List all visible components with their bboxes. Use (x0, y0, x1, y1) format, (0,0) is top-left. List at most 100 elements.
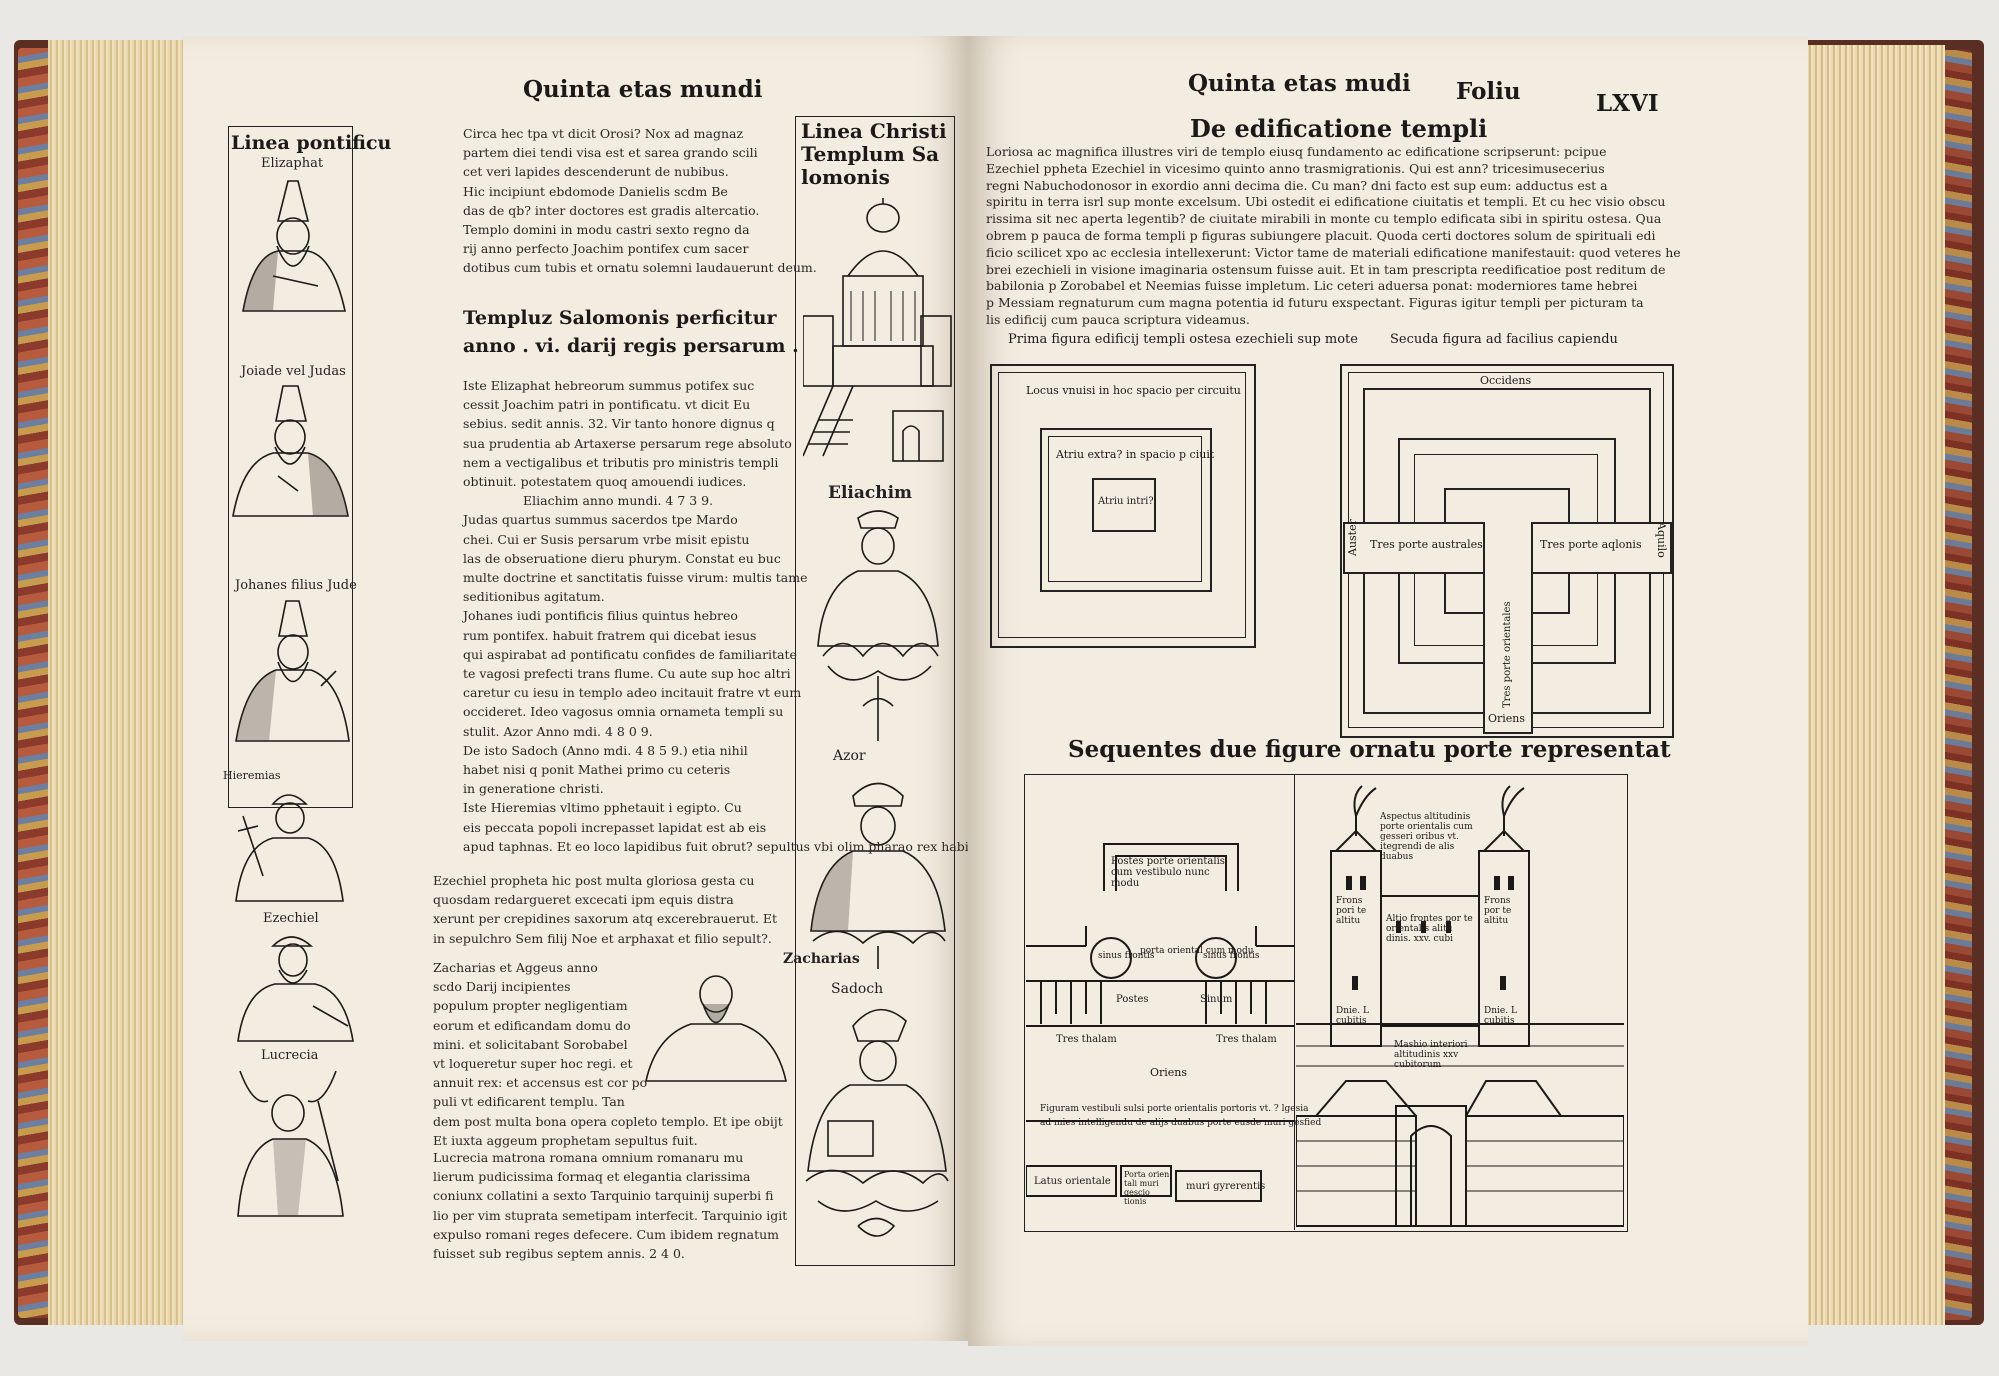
fig3-left-post: Postes (1116, 994, 1149, 1005)
text-line: dem post multa bona opera copleto templo… (433, 1113, 783, 1129)
fig3-note-1: Figuram vestibuli sulsi porte orientalis… (1040, 1104, 1309, 1114)
fig3-label-top: Postes porte orientalis cum vestibulo nu… (1111, 856, 1225, 889)
fig3-bottom-left: Tres thalam (1056, 1034, 1117, 1045)
text-line: expulso romani reges defecere. Cum ibide… (433, 1226, 780, 1242)
text-block-ezechiel: Ezechiel propheta hic post multa glorios… (433, 871, 777, 948)
text-line: puli vt edificarent templu. Tan (433, 1094, 625, 1110)
text-line: stulit. Azor Anno mdi. 4 8 0 9. (463, 723, 653, 739)
fig4-middle: Altio frontes por te orientalis alitu di… (1386, 914, 1473, 944)
text-line: eis peccata popoli increpasset lapidat e… (463, 819, 767, 835)
text-line: chei. Cui er Susis persarum vrbe misit e… (463, 531, 750, 547)
linea-christi-line-2: Templum Sa (801, 142, 940, 166)
text-line: rij anno perfecto Joachim pontifex cum s… (463, 241, 749, 257)
text-line: sebius. sedit annis. 32. Vir tanto honor… (463, 416, 775, 432)
text-line: spiritu in terra isrl sup monte excelsum… (986, 194, 1666, 210)
text-line: annuit rex: et accensus est cor po (433, 1075, 648, 1091)
text-line: Loriosa ac magnifica illustres viri de t… (986, 144, 1607, 159)
linea-christi-line-3: lomonis (801, 165, 890, 189)
fig4-left-lower: Dnie. L cubitis (1336, 1006, 1369, 1026)
intro-paragraph: Loriosa ac magnifica illustres viri de t… (986, 144, 1681, 329)
portrait-joiade (232, 385, 349, 517)
fig3-plan (1026, 843, 1294, 1202)
fig2-outer (1340, 364, 1674, 738)
fig3-circle-left: sinus frontis (1098, 951, 1155, 961)
text-line: eorum et edificandam domu do (433, 1017, 631, 1033)
text-line: scdo Darij incipientes (433, 979, 571, 995)
portrait-azor (810, 782, 946, 969)
caption-azor: Azor (833, 748, 866, 764)
portrait-ezechiel (237, 936, 354, 1042)
text-line: Zacharias et Aggeus anno (433, 960, 598, 975)
fig1-caption: Prima figura edificij templi ostesa ezec… (1008, 332, 1358, 347)
text-block-lucrecia: Lucrecia matrona romana omnium romanaru … (433, 1148, 787, 1263)
fig1-outer-label: Locus vnuisi in hoc spacio per circuitu (1026, 384, 1241, 397)
text-line: in generatione christi. (463, 781, 604, 797)
page-edges-right (1795, 45, 1945, 1325)
text-line: Et iuxta aggeum prophetam sepultus fuit. (433, 1132, 698, 1148)
text-line: in sepulchro Sem filij Noe et arphaxat e… (433, 930, 772, 946)
portrait-zacharias (645, 975, 787, 1082)
text-line: vt loqueretur super hoc regi. et (433, 1056, 633, 1072)
fig2-aquilo: Aquilo (1655, 522, 1668, 558)
text-line: cet veri lapides descenderunt de nubibus… (463, 164, 729, 180)
text-line: habet nisi q ponit Mathei primo cu ceter… (463, 762, 731, 778)
fig3-note-2: ad mies intelligendu de alijs duabus por… (1040, 1118, 1322, 1128)
text-line: Circa hec tpa vt dicit Orosi? Nox ad mag… (463, 126, 744, 141)
text-line: obtinuit. potestatem quoq amouendi iudic… (463, 474, 747, 490)
caption-johanes: Johanes filius Jude (235, 578, 357, 593)
text-line: mini. et solicitabant Sorobabel (433, 1036, 628, 1052)
fig2-caption: Secuda figura ad facilius capiendu (1390, 332, 1618, 347)
linea-christi-frame (795, 116, 955, 1266)
fig1-inner (1092, 478, 1156, 532)
portrait-lucrecia (237, 1070, 344, 1217)
text-line: occideret. Ideo vagosus omnia ornameta t… (463, 704, 784, 720)
portrait-eliachim (817, 510, 939, 741)
fig3-box-3: muri gyrerentis (1186, 1181, 1266, 1192)
text-line: Hic incipiunt ebdomode Danielis scdm Be (463, 183, 728, 199)
text-block-1: Circa hec tpa vt dicit Orosi? Nox ad mag… (463, 124, 817, 278)
fig4-gate: Mashio interiori altitudinis xxv cubitor… (1394, 1040, 1468, 1070)
fig3-oriens: Oriens (1150, 1066, 1188, 1079)
text-line: dotibus cum tubis et ornatu solemni laud… (463, 260, 817, 276)
caption-ezechiel: Ezechiel (263, 911, 319, 926)
marbled-edge-right (1942, 50, 1972, 1320)
text-line: qui aspirabat ad pontificatu confides de… (463, 646, 797, 662)
fig2-occidens: Occidens (1480, 374, 1532, 387)
caption-joiade: Joiade vel Judas (241, 364, 346, 379)
caption-lucrecia: Lucrecia (261, 1048, 319, 1063)
fig4-left-tower: Frons pori te altitu (1336, 896, 1367, 926)
left-page: Quinta etas mundi Linea pontificu Linea … (183, 36, 1019, 1341)
subheading-templum: Templuz Salomonis perficitur anno . vi. … (463, 304, 799, 360)
text-line: Iste Elizaphat hebreorum summus potifex … (463, 378, 755, 393)
fig2-porte-orientales: Tres porte orientales (1502, 601, 1513, 708)
linea-christi-line-1: Linea Christi (801, 119, 947, 143)
text-line: sua prudentia ab Artaxerse persarum rege… (463, 435, 792, 451)
text-line: populum propter negligentiam (433, 998, 628, 1014)
text-line: ficio scilicet xpo ac ecclesia intellexe… (986, 244, 1681, 260)
folio-label: Foliu (1456, 78, 1521, 105)
subheading-line-1: Templuz Salomonis perficitur (463, 307, 777, 329)
text-line: Lucrecia matrona romana omnium romanaru … (433, 1150, 744, 1165)
fig2-porte-aquilonis: Tres porte aqlonis (1540, 538, 1642, 551)
text-line: obrem p pauca de forma templi p figuras … (986, 227, 1656, 243)
fig2-cross-vertical (1483, 522, 1533, 734)
portrait-johanes (235, 600, 350, 742)
text-line: xerunt per crepidines saxorum atq excere… (433, 911, 778, 927)
fig3-4-divider (1294, 774, 1295, 1230)
fig1-inner-label: Atriu intri? (1098, 496, 1154, 507)
portrait-hieremias (235, 794, 344, 902)
fig4-label-top: Aspectus altitudinis porte orientalis cu… (1380, 812, 1473, 862)
text-line: rum pontifex. habuit fratrem qui dicebat… (463, 627, 757, 643)
fig4-gate-woodcut (1296, 785, 1624, 1227)
text-line: lis edificij cum pauca scriptura videamu… (986, 311, 1250, 327)
fig1-middle (1040, 428, 1212, 592)
linea-pontificum-title: Linea pontificu (231, 132, 392, 154)
page-edges-left (48, 40, 193, 1325)
fig1-middle-inner-line (1048, 436, 1202, 582)
fig3-4-frame (1024, 774, 1628, 1232)
text-line: De isto Sadoch (Anno mdi. 4 8 5 9.) etia… (463, 742, 748, 758)
caption-elizaphat: Elizaphat (261, 156, 324, 171)
text-line: caretur cu iesu in templo adeo incitauit… (463, 685, 802, 701)
text-block-zacharias: Zacharias et Aggeus anno scdo Darij inci… (433, 958, 783, 1150)
